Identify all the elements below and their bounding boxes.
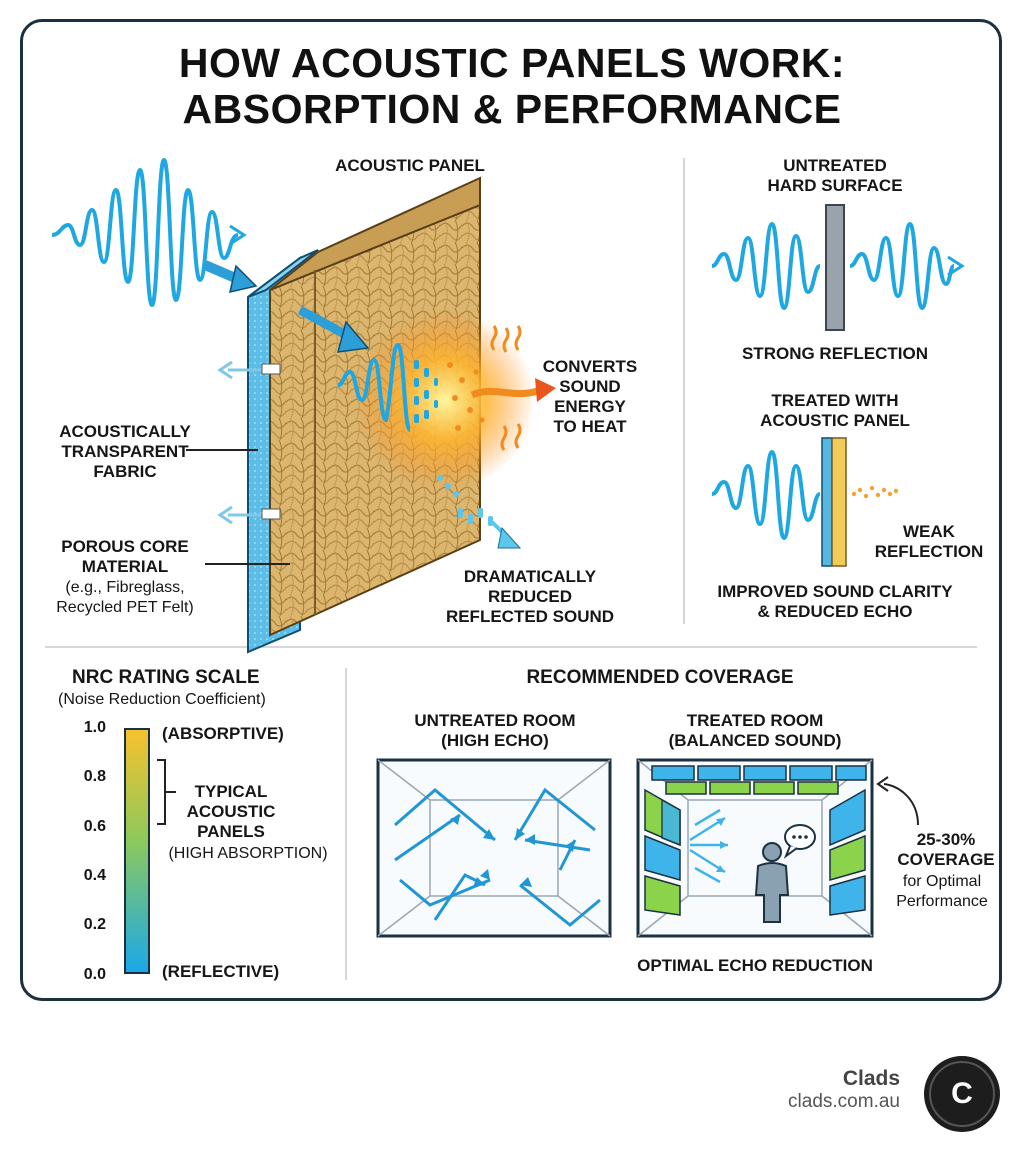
speech-bubble-icon xyxy=(783,824,816,859)
typical-label-3: PANELS xyxy=(197,822,265,841)
fabric-label-1: ACOUSTICALLY xyxy=(59,422,191,441)
coverage-value-1: 25-30% xyxy=(916,830,976,849)
summary-1: IMPROVED SOUND CLARITY xyxy=(717,582,953,601)
main-title-line1: HOW ACOUSTIC PANELS WORK: xyxy=(178,40,846,86)
nrc-tick-0-4: 0.4 xyxy=(83,867,106,884)
nrc-tick-0-0: 0.0 xyxy=(83,966,106,983)
brand-logo-letter: C xyxy=(929,1061,995,1127)
person-icon xyxy=(754,842,790,923)
treated-heading-2: ACOUSTIC PANEL xyxy=(760,411,910,430)
main-title-line2: ABSORPTION & PERFORMANCE xyxy=(182,86,842,132)
coverage-note-2: Performance xyxy=(896,893,988,910)
untreated-result: STRONG REFLECTION xyxy=(741,344,929,363)
coverage-heading: RECOMMENDED COVERAGE xyxy=(526,667,794,688)
treated-room-2: (BALANCED SOUND) xyxy=(668,731,842,750)
treated-result-1: WEAK xyxy=(903,522,955,541)
nrc-subheading: (Noise Reduction Coefficient) xyxy=(58,691,266,708)
core-example-1: (e.g., Fibreglass, xyxy=(65,579,185,596)
typical-label-1: TYPICAL xyxy=(194,782,268,801)
fabric-label-3: FABRIC xyxy=(93,462,157,481)
nrc-tick-0-2: 0.2 xyxy=(83,916,106,933)
weak-reflection-dots xyxy=(851,485,899,499)
heat-label-3: ENERGY xyxy=(554,397,626,416)
coverage-note-1: for Optimal xyxy=(902,873,982,890)
absorbed-wave xyxy=(337,342,412,432)
heat-label-4: TO HEAT xyxy=(553,417,627,436)
core-label-1: POROUS CORE xyxy=(61,537,189,556)
nrc-heading: NRC RATING SCALE xyxy=(72,667,260,688)
heat-label-2: SOUND xyxy=(559,377,621,396)
reflected-label-3: REFLECTED SOUND xyxy=(445,607,615,626)
coverage-value-2: COVERAGE xyxy=(897,850,995,869)
nrc-top-label: (ABSORPTIVE) xyxy=(162,724,284,743)
panel-heading: ACOUSTIC PANEL xyxy=(335,156,485,175)
brand-logo: C xyxy=(924,1056,1000,1132)
treated-result-2: REFLECTION xyxy=(874,542,984,561)
nrc-tick-0-8: 0.8 xyxy=(83,768,106,785)
divider-vertical-top xyxy=(683,158,685,624)
right-wall-panels xyxy=(829,788,866,916)
heat-arrow xyxy=(470,386,542,399)
reflected-label-1: DRAMATICALLY xyxy=(463,567,597,586)
brand-name: Clads xyxy=(842,1067,900,1090)
treated-heading-1: TREATED WITH xyxy=(771,391,899,410)
divider-horizontal xyxy=(45,646,977,648)
treated-room-1: TREATED ROOM xyxy=(686,711,824,730)
reflected-particles xyxy=(437,475,493,526)
typical-note: (HIGH ABSORPTION) xyxy=(168,845,328,862)
incoming-wave xyxy=(51,158,239,307)
nrc-tick-0-6: 0.6 xyxy=(83,818,106,835)
nrc-tick-1-0: 1.0 xyxy=(83,719,106,736)
reflected-label-2: REDUCED xyxy=(487,587,573,606)
nrc-bottom-label: (REFLECTIVE) xyxy=(162,962,280,981)
untreated-room-2: (HIGH ECHO) xyxy=(441,731,549,750)
untreated-room-1: UNTREATED ROOM xyxy=(414,711,576,730)
untreated-heading-2: HARD SURFACE xyxy=(767,176,903,195)
absorbed-particles xyxy=(414,360,438,423)
divider-vertical-bottom xyxy=(345,668,347,980)
heat-particles xyxy=(447,362,485,431)
summary-2: & REDUCED ECHO xyxy=(757,602,913,621)
left-wall-panels xyxy=(644,788,681,916)
core-label-2: MATERIAL xyxy=(81,557,169,576)
typical-label-2: ACOUSTIC xyxy=(186,802,276,821)
core-example-2: Recycled PET Felt) xyxy=(56,599,194,616)
hard-surface xyxy=(825,204,845,331)
coverage-result: OPTIMAL ECHO REDUCTION xyxy=(637,956,873,975)
nrc-gradient-bar xyxy=(124,728,150,974)
brand-url[interactable]: clads.com.au xyxy=(788,1091,900,1112)
echo-arrows xyxy=(394,787,601,927)
heat-label-1: CONVERTS xyxy=(542,357,638,376)
ceiling-panels xyxy=(651,765,867,795)
untreated-heading-1: UNTREATED xyxy=(783,156,887,175)
fabric-label-2: TRANSPARENT xyxy=(61,442,189,461)
